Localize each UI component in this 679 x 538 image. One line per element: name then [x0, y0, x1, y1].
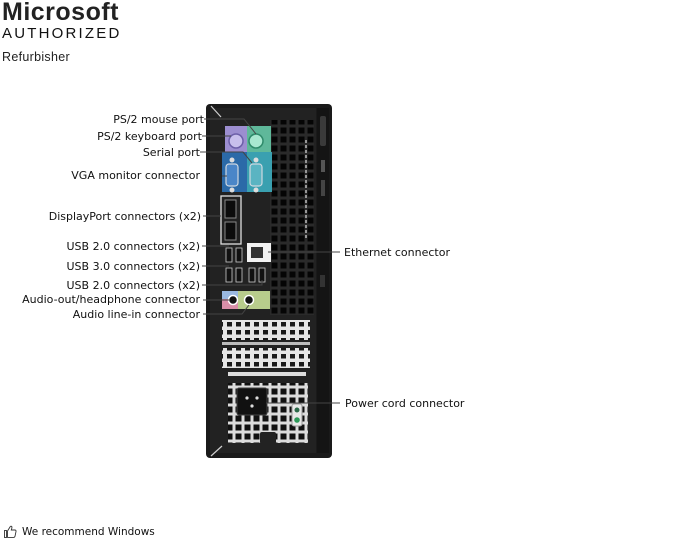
- brand-logo: Microsoft AUTHORIZED Refurbisher: [2, 0, 122, 65]
- label-usb2-connectors-lower: USB 2.0 connectors (x2): [66, 279, 201, 292]
- expansion-slot-1: [222, 320, 310, 340]
- case-lock-slot: [321, 180, 325, 196]
- callout-lines: [200, 118, 340, 404]
- displayport-connectors: [220, 195, 242, 245]
- brand-tagline: Refurbisher: [2, 50, 70, 64]
- vga-port: [225, 163, 239, 187]
- ps2-keyboard-port: [228, 133, 244, 149]
- label-ps2-keyboard-port: PS/2 keyboard port: [97, 130, 202, 143]
- serial-port: [249, 163, 263, 187]
- label-serial-port: Serial port: [142, 146, 200, 159]
- case-latch: [320, 116, 326, 146]
- label-displayport-connectors: DisplayPort connectors (x2): [48, 210, 201, 223]
- brand-title: Microsoft: [2, 0, 119, 26]
- case-lock-slot: [321, 160, 325, 172]
- label-vga-monitor-connector: VGA monitor connector: [71, 169, 200, 182]
- power-supply: [228, 383, 308, 444]
- label-audio-out-headphone: Audio-out/headphone connector: [22, 293, 200, 306]
- audio-in-port: [243, 294, 255, 306]
- case-lock-slot: [320, 275, 325, 287]
- label-ethernet-connector: Ethernet connector: [344, 246, 450, 259]
- ethernet-port: [247, 243, 271, 262]
- windows-recommendation-text: We recommend Windows: [22, 525, 155, 538]
- expansion-slot-2: [222, 348, 310, 368]
- usb2-upper-ports: [225, 247, 243, 263]
- expansion-slot-cover: [228, 372, 306, 376]
- label-audio-line-in: Audio line-in connector: [72, 308, 200, 321]
- vent-grille: [270, 120, 314, 315]
- ps2-mouse-port: [248, 133, 264, 149]
- label-usb3-connectors: USB 3.0 connectors (x2): [66, 260, 201, 273]
- thumbs-up-icon: [4, 525, 17, 538]
- label-usb2-connectors-upper: USB 2.0 connectors (x2): [66, 240, 201, 253]
- brand-subtitle: AUTHORIZED: [2, 25, 122, 42]
- usb3-ports: [225, 267, 243, 283]
- windows-recommendation: We recommend Windows: [4, 525, 155, 538]
- label-power-cord-connector: Power cord connector: [345, 397, 465, 410]
- label-ps2-mouse-port: PS/2 mouse port: [113, 113, 204, 126]
